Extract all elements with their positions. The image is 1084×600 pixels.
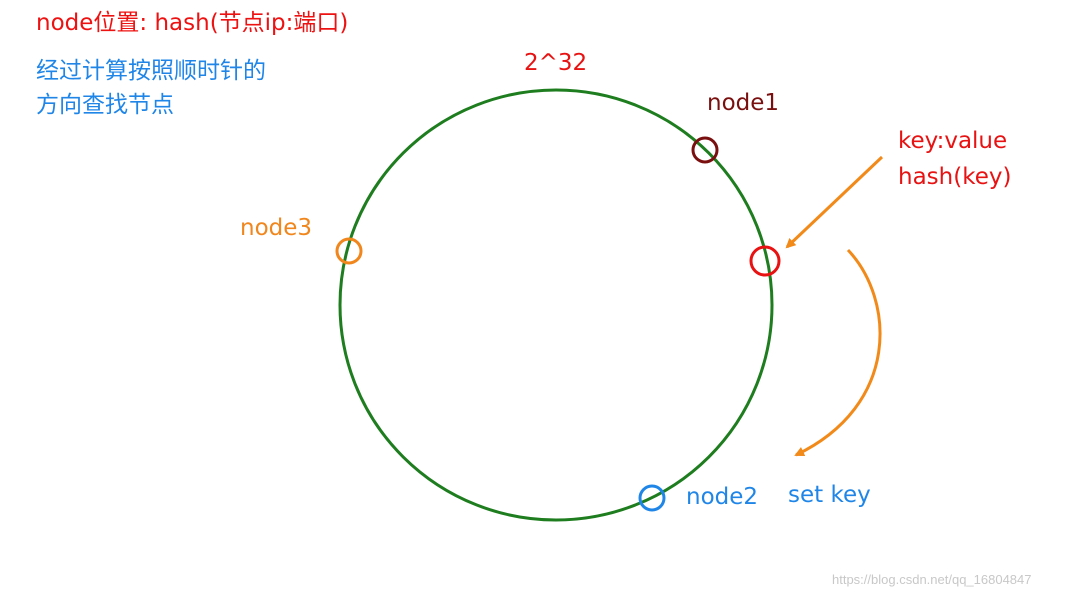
node1-label: node1 — [707, 90, 780, 116]
node1-marker[interactable] — [691, 136, 719, 164]
title-label: node位置: hash(节点ip:端口) — [36, 10, 349, 36]
key-pointer-arrow — [785, 155, 884, 249]
key-hash-label: hash(key) — [898, 164, 1012, 190]
description-line-1: 经过计算按照顺时针的 — [36, 58, 266, 84]
node2-marker[interactable] — [638, 484, 666, 512]
ring-size-label: 2^32 — [524, 50, 588, 76]
watermark-text: https://blog.csdn.net/qq_16804847 — [832, 572, 1032, 587]
set-key-label: set key — [788, 482, 871, 508]
hash-ring — [338, 88, 774, 522]
description-line-2: 方向查找节点 — [36, 92, 174, 118]
node3-marker[interactable] — [335, 237, 363, 265]
key-value-label: key:value — [898, 128, 1008, 154]
key-position-marker[interactable] — [749, 245, 781, 277]
node3-label: node3 — [240, 215, 313, 241]
clockwise-arrow — [794, 248, 882, 457]
node2-label: node2 — [686, 484, 759, 510]
